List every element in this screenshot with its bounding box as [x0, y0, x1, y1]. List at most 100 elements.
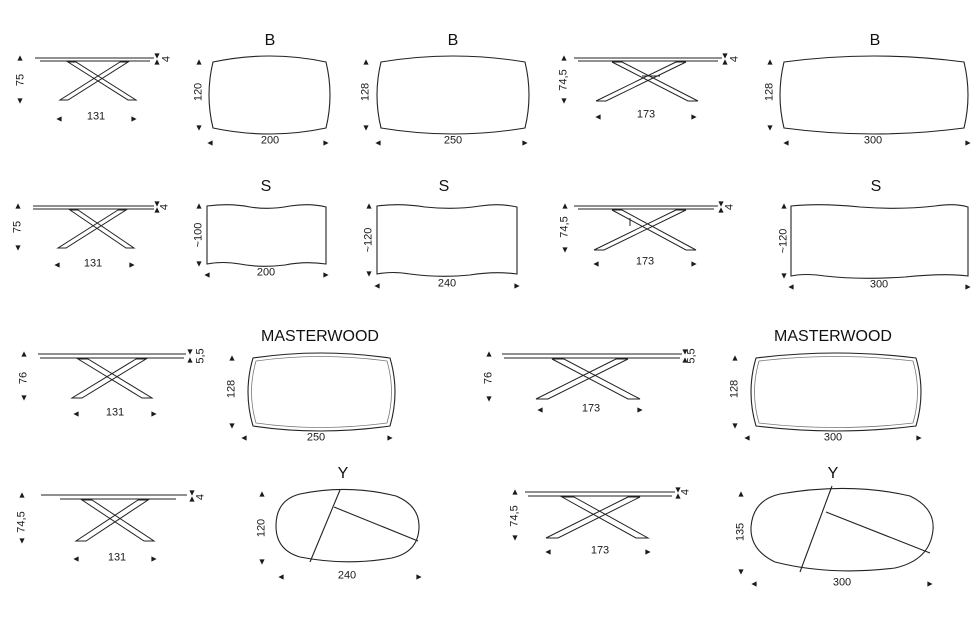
top-view-b-300	[779, 55, 969, 135]
dim-height: 75	[11, 220, 24, 234]
dim-thickness: 5,5	[685, 348, 698, 364]
dimension-arrow-icon	[691, 114, 697, 120]
dimension-arrow-icon	[21, 351, 27, 357]
dimension-arrow-icon	[21, 395, 27, 401]
top-view-masterwood-300	[750, 352, 922, 432]
dimension-arrow-icon	[241, 435, 247, 441]
dimension-arrows	[15, 53, 971, 587]
dimension-arrow-icon	[781, 203, 787, 209]
dimension-arrow-icon	[187, 349, 193, 355]
dim-thickness: 4	[728, 55, 741, 63]
dimension-arrow-icon	[738, 491, 744, 497]
dimension-arrow-icon	[675, 487, 681, 493]
dimension-arrow-icon	[732, 423, 738, 429]
title-s-3: S	[870, 178, 882, 195]
dim-base: 131	[83, 257, 103, 270]
dimension-arrow-icon	[154, 207, 160, 213]
dim-length: 300	[832, 576, 852, 589]
dim-thickness: 4	[679, 488, 692, 496]
dimension-arrow-icon	[366, 203, 372, 209]
dimension-arrow-icon	[56, 116, 62, 122]
dim-width: 128	[359, 82, 372, 102]
dim-base: 173	[636, 108, 656, 121]
title-b-3: B	[869, 32, 881, 49]
top-view-y-300	[750, 485, 934, 573]
side-view-r4-173	[525, 491, 675, 539]
top-view-s-300	[790, 204, 969, 279]
dimension-arrow-icon	[196, 125, 202, 131]
dimension-arrow-icon	[363, 125, 369, 131]
dimension-arrow-icon	[259, 559, 265, 565]
dim-base: 173	[590, 544, 610, 557]
title-s-1: S	[260, 178, 272, 195]
dimension-arrow-icon	[366, 271, 372, 277]
title-masterwood-2: MASTERWOOD	[774, 328, 892, 345]
dim-height: 74,5	[558, 216, 571, 238]
dimension-arrow-icon	[363, 59, 369, 65]
title-b-1: B	[264, 32, 276, 49]
dimension-arrow-icon	[751, 581, 757, 587]
dim-base: 173	[581, 402, 601, 415]
dim-height: 74,5	[557, 69, 570, 91]
dim-thickness: 4	[723, 203, 736, 211]
side-view-r1-173	[574, 57, 722, 102]
dimension-arrow-icon	[522, 140, 528, 146]
dim-width: 120	[255, 518, 268, 538]
dimension-arrow-icon	[17, 98, 23, 104]
dimension-arrow-icon	[189, 496, 195, 502]
dimension-arrow-icon	[17, 55, 23, 61]
dimension-arrow-icon	[682, 357, 688, 363]
dimension-arrow-icon	[675, 493, 681, 499]
dim-length: 250	[443, 134, 463, 147]
dimension-arrow-icon	[486, 351, 492, 357]
side-view-r4-131	[41, 494, 187, 542]
dim-thickness: 4	[160, 55, 173, 63]
dim-width: 128	[225, 379, 238, 399]
dimension-arrow-icon	[151, 411, 157, 417]
dimension-arrow-icon	[722, 59, 728, 65]
dimension-arrow-icon	[593, 261, 599, 267]
side-view-r2-131	[33, 205, 154, 249]
dim-width: ~120	[362, 227, 375, 253]
dim-length: 300	[823, 431, 843, 444]
dimension-arrow-icon	[916, 435, 922, 441]
dimension-arrow-icon	[738, 569, 744, 575]
dim-thickness: 4	[158, 203, 171, 211]
dimension-arrow-icon	[732, 355, 738, 361]
dim-length: 250	[306, 431, 326, 444]
title-y-1: Y	[337, 465, 349, 482]
dimension-arrow-icon	[783, 140, 789, 146]
dimension-arrow-icon	[189, 490, 195, 496]
dim-length: 300	[863, 134, 883, 147]
dim-height: 76	[17, 371, 30, 385]
dimension-arrow-icon	[722, 53, 728, 59]
dimension-arrow-icon	[323, 272, 329, 278]
dimension-arrow-icon	[154, 53, 160, 59]
side-view-r2-173	[574, 205, 718, 251]
dimension-arrow-icon	[512, 535, 518, 541]
dimension-arrow-icon	[129, 262, 135, 268]
dimension-arrow-icon	[927, 581, 933, 587]
top-view-b-200	[208, 55, 331, 135]
dimension-arrow-icon	[73, 411, 79, 417]
dimension-arrow-icon	[788, 284, 794, 290]
dimension-arrow-icon	[73, 556, 79, 562]
dimension-arrow-icon	[486, 396, 492, 402]
dim-length: 200	[260, 134, 280, 147]
dimension-arrow-icon	[196, 261, 202, 267]
dim-width: 120	[192, 82, 205, 102]
dimension-arrow-icon	[718, 207, 724, 213]
dimension-arrow-icon	[259, 491, 265, 497]
dimension-arrow-icon	[965, 140, 971, 146]
dimension-arrow-icon	[323, 140, 329, 146]
top-view-s-240	[376, 204, 518, 277]
dimension-arrow-icon	[229, 423, 235, 429]
dimension-arrow-icon	[15, 245, 21, 251]
dimension-arrow-icon	[767, 59, 773, 65]
dimension-arrow-icon	[375, 140, 381, 146]
dimension-arrow-icon	[19, 538, 25, 544]
dimension-arrow-icon	[204, 272, 210, 278]
dim-length: 240	[437, 277, 457, 290]
title-masterwood-1: MASTERWOOD	[261, 328, 379, 345]
dim-width: ~100	[192, 222, 205, 248]
